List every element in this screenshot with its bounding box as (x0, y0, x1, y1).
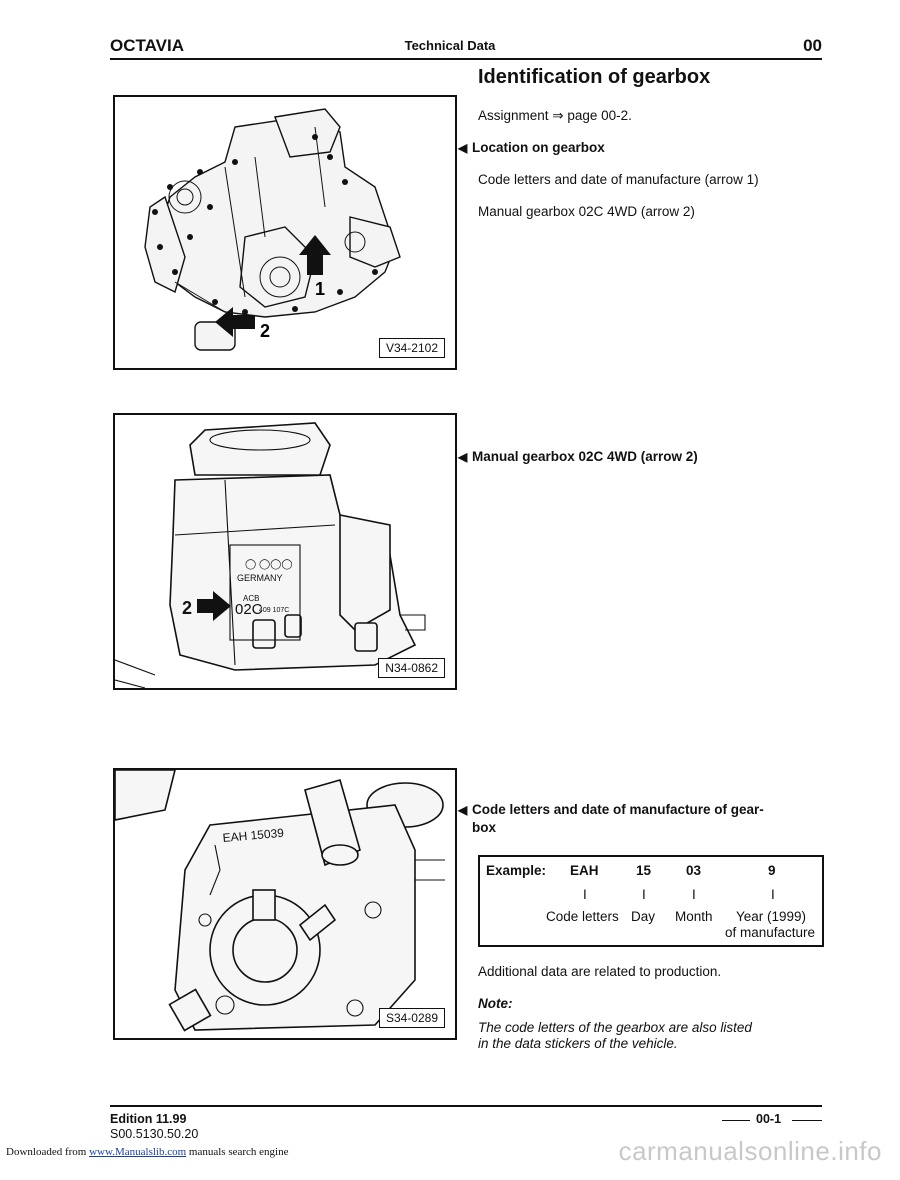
example-meaning-year: Year (1999) (736, 909, 807, 924)
stamp-text: EAH 15039 (222, 826, 285, 845)
example-label: Example: (486, 863, 547, 878)
figure-gearbox-location: 1 2 V34-2102 (113, 95, 457, 370)
left-triangle-icon: ◀ (458, 141, 468, 155)
arrow-1-label: 1 (315, 279, 325, 299)
watermark: carmanualsonline.info (618, 1136, 882, 1166)
part-number-text: 409 107C (259, 607, 289, 614)
code-stamp-drawing: EAH 15039 (115, 770, 445, 1032)
arrow-2-label: 2 (260, 321, 270, 341)
note-heading: Note: (478, 996, 513, 1011)
gearbox-4wd-drawing: ◯ ◯◯◯ GERMANY ACB 02C 409 107C 2 (115, 422, 426, 688)
gearbox-code-text: 02C (235, 601, 263, 618)
location-line1: Code letters and date of manufacture (ar… (478, 172, 759, 187)
footer-page: 00-1 (756, 1112, 782, 1126)
page-title: Identification of gearbox (478, 66, 711, 88)
figure-code: S34-0289 (378, 1008, 445, 1028)
note-text: The code letters of the gearbox are also… (478, 1020, 778, 1052)
example-meaning-day: Day (631, 909, 656, 924)
additional-text: Additional data are related to productio… (478, 964, 722, 979)
figure-code: V34-2102 (378, 338, 445, 358)
svg-text:◯ ◯◯◯: ◯ ◯◯◯ (245, 559, 293, 570)
example-bar: I (642, 887, 646, 902)
footer-edition: Edition 11.99 (110, 1112, 187, 1126)
figure-code-stamp: EAH 15039 S34-0289 (113, 768, 457, 1040)
assignment-text: Assignment ⇒ page 00-2. (478, 108, 632, 123)
header-chapter: 00 (803, 36, 822, 55)
example-meaning-code: Code letters (546, 909, 619, 924)
download-line: Downloaded from www.Manualslib.com manua… (6, 1146, 288, 1158)
header-model: OCTAVIA (110, 36, 184, 55)
example-value-code: EAH (570, 863, 599, 878)
left-triangle-icon: ◀ (458, 450, 468, 464)
manualslib-link[interactable]: www.Manualslib.com (89, 1146, 187, 1158)
example-value-year: 9 (768, 863, 776, 878)
gearbox-drawing: 1 2 (144, 108, 401, 351)
example-table: Example: EAH 15 03 9 I I I I Code letter… (478, 855, 824, 947)
section3-heading-line2: box (472, 820, 497, 835)
example-bar: I (692, 887, 696, 902)
example-bar: I (771, 887, 775, 902)
section3-heading-line1: Code letters and date of manufacture of … (472, 802, 764, 817)
example-meaning-month: Month (675, 909, 713, 924)
footer-doc-number: S00.5130.50.20 (110, 1127, 199, 1141)
figure-gearbox-4wd: ◯ ◯◯◯ GERMANY ACB 02C 409 107C 2 N34-086… (113, 413, 457, 690)
arrow-2-label: 2 (182, 598, 192, 618)
example-value-day: 15 (636, 863, 652, 878)
section3-heading: ◀ Code letters and date of manufacture of… (458, 801, 764, 836)
brand-text: GERMANY (237, 573, 283, 583)
figure-code: N34-0862 (378, 658, 445, 678)
header-rule (110, 58, 822, 60)
location-heading: ◀ Location on gearbox (458, 140, 605, 155)
note-line2: in the data stickers of the vehicle. (478, 1036, 678, 1051)
footer-rule (110, 1105, 822, 1107)
note-line1: The code letters of the gearbox are also… (478, 1020, 752, 1035)
left-triangle-icon: ◀ (458, 803, 468, 817)
code-small-text: ACB (243, 594, 259, 603)
footer-dash-right (792, 1120, 822, 1121)
footer-dash-left (722, 1120, 750, 1121)
header-section: Technical Data (404, 38, 496, 53)
section2-heading: ◀ Manual gearbox 02C 4WD (arrow 2) (458, 449, 698, 464)
location-heading-label: Location on gearbox (472, 140, 605, 155)
download-suffix: manuals search engine (188, 1146, 289, 1158)
example-meaning-extra: of manufacture (725, 925, 816, 940)
section2-heading-label: Manual gearbox 02C 4WD (arrow 2) (472, 449, 698, 464)
download-prefix: Downloaded from (6, 1146, 87, 1158)
example-value-month: 03 (686, 863, 702, 878)
example-bar: I (583, 887, 587, 902)
location-line2: Manual gearbox 02C 4WD (arrow 2) (478, 204, 695, 219)
